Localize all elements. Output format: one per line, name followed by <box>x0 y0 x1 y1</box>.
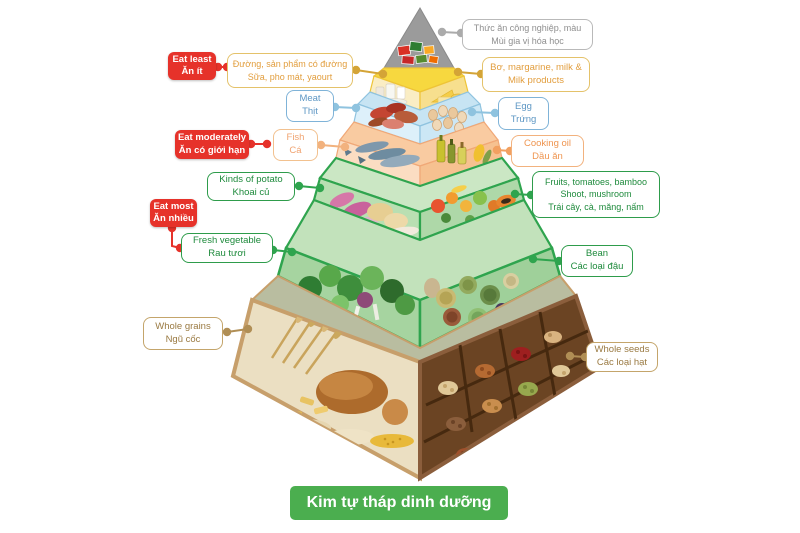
label-line: Kinds of potato <box>219 173 283 185</box>
tier-meat-eggs <box>353 91 485 145</box>
label-sugar-dairy: Đường, sản phẩm có đường Sữa, pho mát, y… <box>227 53 353 88</box>
label-line: Whole seeds <box>594 344 650 356</box>
label-whole-grains: Whole grains Ngũ cốc <box>143 317 223 350</box>
badge-line: Ăn nhiều <box>153 213 194 224</box>
badge-line: Ăn ít <box>181 66 203 77</box>
badge-line: Eat most <box>153 200 194 212</box>
fish-icons <box>344 141 420 168</box>
tier-industrial-foods <box>383 7 455 69</box>
label-industrial-food: Thức ăn công nghiệp, màu Mùi gia vị hóa … <box>462 19 593 50</box>
label-butter-milk: Bơ, margarine, milk & Milk products <box>482 57 590 92</box>
label-line: Fish <box>286 132 305 144</box>
label-line: Bean <box>585 248 609 260</box>
label-line: Mùi gia vị hóa học <box>491 35 564 46</box>
label-line: Fresh vegetable <box>192 235 262 247</box>
label-fish: Fish Cá <box>273 129 318 161</box>
packaged-food-icons <box>397 41 439 65</box>
label-line: Fruits, tomatoes, bamboo <box>544 177 648 188</box>
connector-bean <box>528 254 564 266</box>
meat-icons <box>368 102 418 130</box>
label-line: Thức ăn công nghiệp, màu <box>473 23 582 34</box>
connector-meat <box>330 102 361 113</box>
connector-fruits <box>510 189 536 200</box>
badge-eat-most: Eat most Ăn nhiều <box>150 199 197 227</box>
label-line: Rau tươi <box>208 248 246 259</box>
badge-eat-least: Eat least Ăn ít <box>168 52 216 80</box>
badge-line: Eat moderately <box>177 132 247 144</box>
connector-industrial <box>437 27 466 38</box>
connector-egg <box>467 107 500 118</box>
oil-bottle-icons <box>436 135 492 165</box>
label-line: Trái cây, cà, măng, nấm <box>548 201 644 212</box>
connector-potato <box>294 181 325 193</box>
label-line: Ngũ cốc <box>165 333 201 345</box>
label-line: Khoai củ <box>232 186 270 198</box>
label-line: Cá <box>289 145 302 156</box>
connector-eat-moderately <box>246 139 272 149</box>
label-potato: Kinds of potato Khoai củ <box>207 172 295 201</box>
egg-icons <box>428 105 467 134</box>
label-line: Milk products <box>508 74 564 86</box>
label-egg: Egg Trứng <box>498 97 549 130</box>
label-line: Shoot, mushroom <box>560 189 632 200</box>
label-line: Cooking oil <box>524 138 571 150</box>
tier-grains-seeds <box>230 274 603 482</box>
connector-fresh-vegetable <box>268 245 297 257</box>
connector-fish <box>316 140 350 152</box>
connector-sugar <box>351 65 388 79</box>
label-line: Whole grains <box>155 320 211 332</box>
label-meat: Meat Thịt <box>286 90 334 122</box>
tier-sugar-dairy <box>369 67 469 111</box>
diagram-title: Kim tự tháp dinh dưỡng <box>290 486 508 520</box>
label-line: Các loại đậu <box>570 261 624 272</box>
label-fresh-vegetable: Fresh vegetable Rau tươi <box>181 233 273 263</box>
label-line: Trứng <box>510 113 537 125</box>
label-line: Đường, sản phẩm có đường <box>232 59 348 70</box>
label-line: Meat <box>299 93 321 105</box>
label-line: Dầu ăn <box>532 151 563 162</box>
label-fruits: Fruits, tomatoes, bamboo Shoot, mushroom… <box>532 171 660 218</box>
label-line: Bơ, margarine, milk & <box>490 61 582 73</box>
connector-butter <box>453 67 486 79</box>
label-line: Các loại hạt <box>596 357 648 368</box>
badge-eat-moderately: Eat moderately Ăn có giới hạn <box>175 130 249 159</box>
label-line: Sữa, pho mát, yaourt <box>247 71 333 82</box>
tier-fish-oil <box>335 121 503 187</box>
label-bean: Bean Các loại đậu <box>561 245 633 277</box>
badge-line: Ăn có giới hạn <box>178 144 246 156</box>
label-whole-seeds: Whole seeds Các loại hạt <box>586 342 658 372</box>
label-cooking-oil: Cooking oil Dầu ăn <box>511 135 584 167</box>
label-line: Egg <box>515 100 532 112</box>
badge-line: Eat least <box>172 53 212 65</box>
connector-whole-grains <box>222 324 253 337</box>
label-line: Thịt <box>302 106 318 117</box>
